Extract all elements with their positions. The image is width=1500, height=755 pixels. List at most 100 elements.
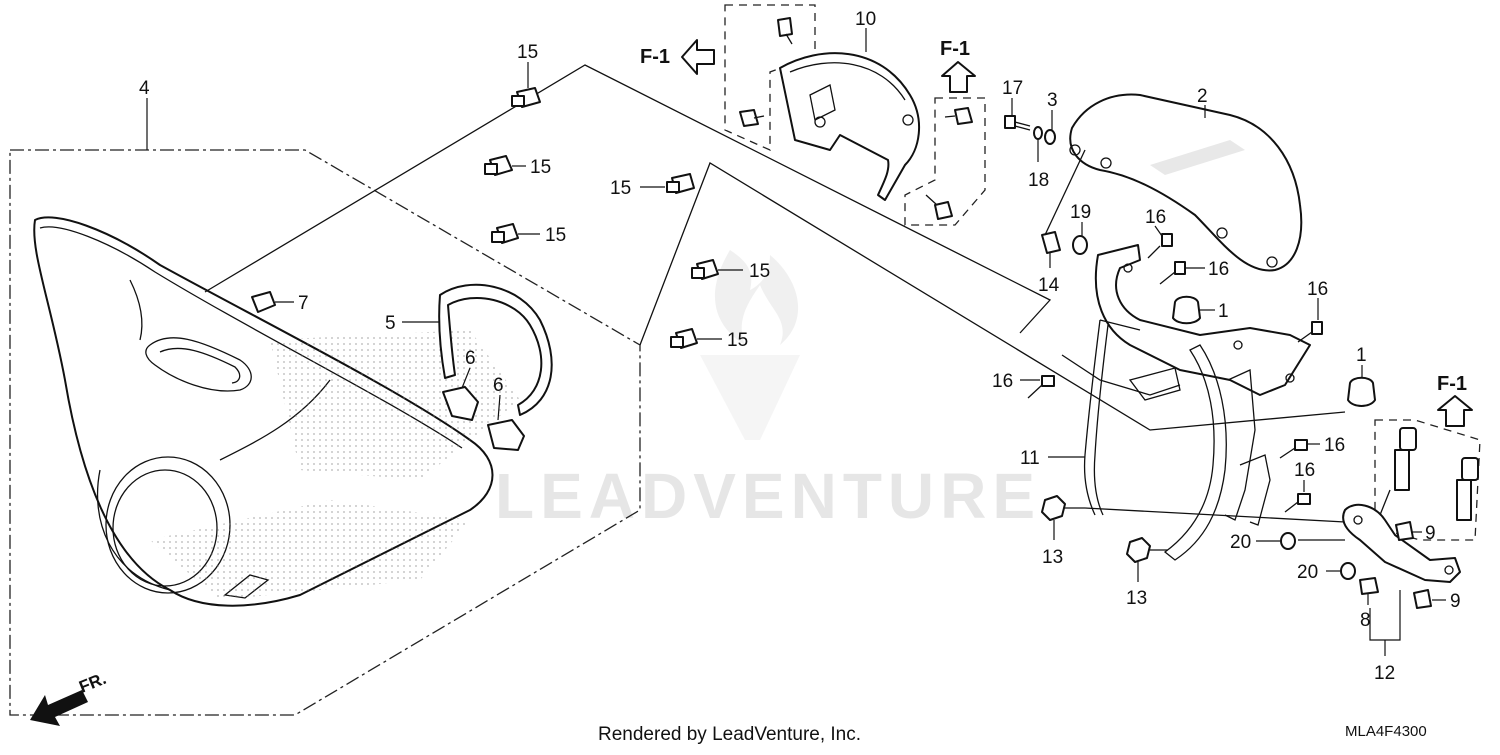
callout-16b: 16 [1208,259,1229,280]
grommet-1a [1172,295,1201,325]
callout-3: 3 [1047,90,1058,111]
leader-12-brace [1369,590,1401,641]
fairing-texture [150,330,520,600]
callout-15c: 15 [545,225,566,246]
washer-3 [1044,129,1056,145]
inner-cover-10 [779,52,921,201]
pin-10a [777,17,793,45]
callout-15e: 15 [749,261,770,282]
callout-15d: 15 [610,178,631,199]
screw-17 [1004,115,1031,131]
leader-16a [1154,225,1163,237]
callout-6a: 6 [465,348,476,369]
callout-13b: 13 [1126,588,1147,609]
group-outline-15-lower [639,162,1346,431]
diagram-code: MLA4F4300 [1345,723,1427,740]
bolt-15-f [670,328,698,349]
group-outline-15-top [204,64,1052,334]
view-ref-f1-top: F-1 [940,38,970,60]
arrow-left-icon [681,39,715,75]
grommet-1b [1347,376,1376,407]
callout-18: 18 [1028,170,1049,191]
front-direction-arrow-icon [30,690,88,726]
callout-12: 12 [1374,663,1395,684]
callout-19: 19 [1070,202,1091,223]
bolt-13a [1041,495,1085,521]
trim-ring-5 [438,283,553,416]
callout-10: 10 [855,9,876,30]
screw-16f [1284,493,1311,513]
washer-20a [1280,532,1296,550]
bolt-15-b [484,155,513,176]
leader-14-link [1044,149,1086,236]
callout-9a: 9 [1425,523,1436,544]
callout-17: 17 [1002,78,1023,99]
screw-16e [1279,439,1308,459]
cushion-9a [1395,521,1414,541]
callout-4: 4 [139,78,150,99]
view-ref-f1-right: F-1 [1437,373,1467,395]
pin-10c [944,107,973,125]
arrow-up-icon-right [1437,395,1473,427]
callout-9b: 9 [1450,591,1461,612]
clip-7 [251,291,276,313]
callout-20a: 20 [1230,532,1251,553]
callout-16d: 16 [992,371,1013,392]
cushion-6b [487,419,525,451]
callout-8: 8 [1360,610,1371,631]
group-outline-10-left [724,4,816,152]
link-line-a [1084,507,1346,523]
view-ref-f1-left: F-1 [640,46,670,68]
washer-20b [1340,562,1356,580]
cushion-9b [1413,589,1432,609]
watermark-logo [700,250,800,440]
upper-cover-2 [1069,93,1303,272]
callout-7: 7 [298,293,309,314]
screw-16a [1147,233,1173,259]
render-credit: Rendered by LeadVenture, Inc. [598,724,861,745]
bracket-11 [1061,244,1311,561]
callout-15a: 15 [517,42,538,63]
callout-6b: 6 [493,375,504,396]
bolt-15-top [511,87,541,108]
callout-2: 2 [1197,86,1208,107]
callout-20b: 20 [1297,562,1318,583]
screw-16d [1027,375,1055,399]
callout-11: 11 [1020,448,1040,469]
callout-16e: 16 [1324,435,1345,456]
pin-10d [925,194,953,220]
callout-16f: 16 [1294,460,1315,481]
front-direction-label: FR. [76,669,109,697]
grommet-19 [1072,235,1088,255]
screw-16c [1297,321,1323,343]
group-outline-4 [9,149,641,716]
callout-15b: 15 [530,157,551,178]
callout-1b: 1 [1356,345,1367,366]
callout-15f: 15 [727,330,748,351]
bolt-15-d [666,173,695,194]
watermark-text: LEADVENTURE [495,460,1041,532]
arrow-up-icon [941,61,976,93]
group-outline-10-right [904,97,986,226]
leader-6a [461,367,471,389]
screw-16b [1159,261,1186,285]
callout-14: 14 [1038,275,1060,296]
collar-14 [1041,231,1061,254]
washer-18 [1033,126,1043,140]
bolt-13b [1126,537,1168,563]
bolt-15-e [691,259,719,280]
callout-13a: 13 [1042,547,1063,568]
cushion-8 [1359,577,1379,595]
bolt-15-c [491,223,519,244]
sub-bracket-12 [1342,503,1461,583]
stud-bolt-12b [1456,457,1479,521]
cushion-6a [442,386,479,421]
callout-16c: 16 [1307,279,1328,300]
stud-bolt-12a [1394,427,1417,491]
callout-5: 5 [385,313,396,334]
callout-16a: 16 [1145,207,1166,228]
pin-10b [739,109,765,127]
callout-1a: 1 [1218,301,1229,322]
